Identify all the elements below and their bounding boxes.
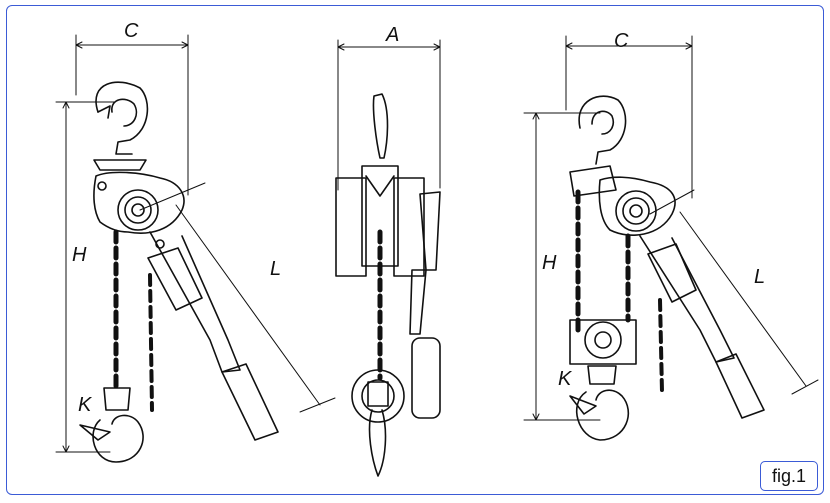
dimension-label-a-center: A — [386, 24, 400, 46]
dimension-label-c-left: C — [124, 20, 139, 42]
left-hoist-view — [55, 34, 336, 463]
dimension-label-l-left: L — [270, 258, 282, 280]
figure-number-badge: fig.1 — [760, 461, 818, 491]
figure-frame — [6, 5, 824, 495]
dimension-label-k-left: K — [78, 394, 92, 416]
dimension-label-l-right: L — [754, 266, 766, 288]
center-hoist-view — [335, 39, 441, 477]
dimension-label-h-left: H — [72, 244, 87, 266]
dimension-label-c-right: C — [614, 30, 629, 52]
dimension-label-k-right: K — [558, 368, 572, 390]
right-hoist-view — [523, 35, 819, 441]
dimension-label-h-right: H — [542, 252, 557, 274]
